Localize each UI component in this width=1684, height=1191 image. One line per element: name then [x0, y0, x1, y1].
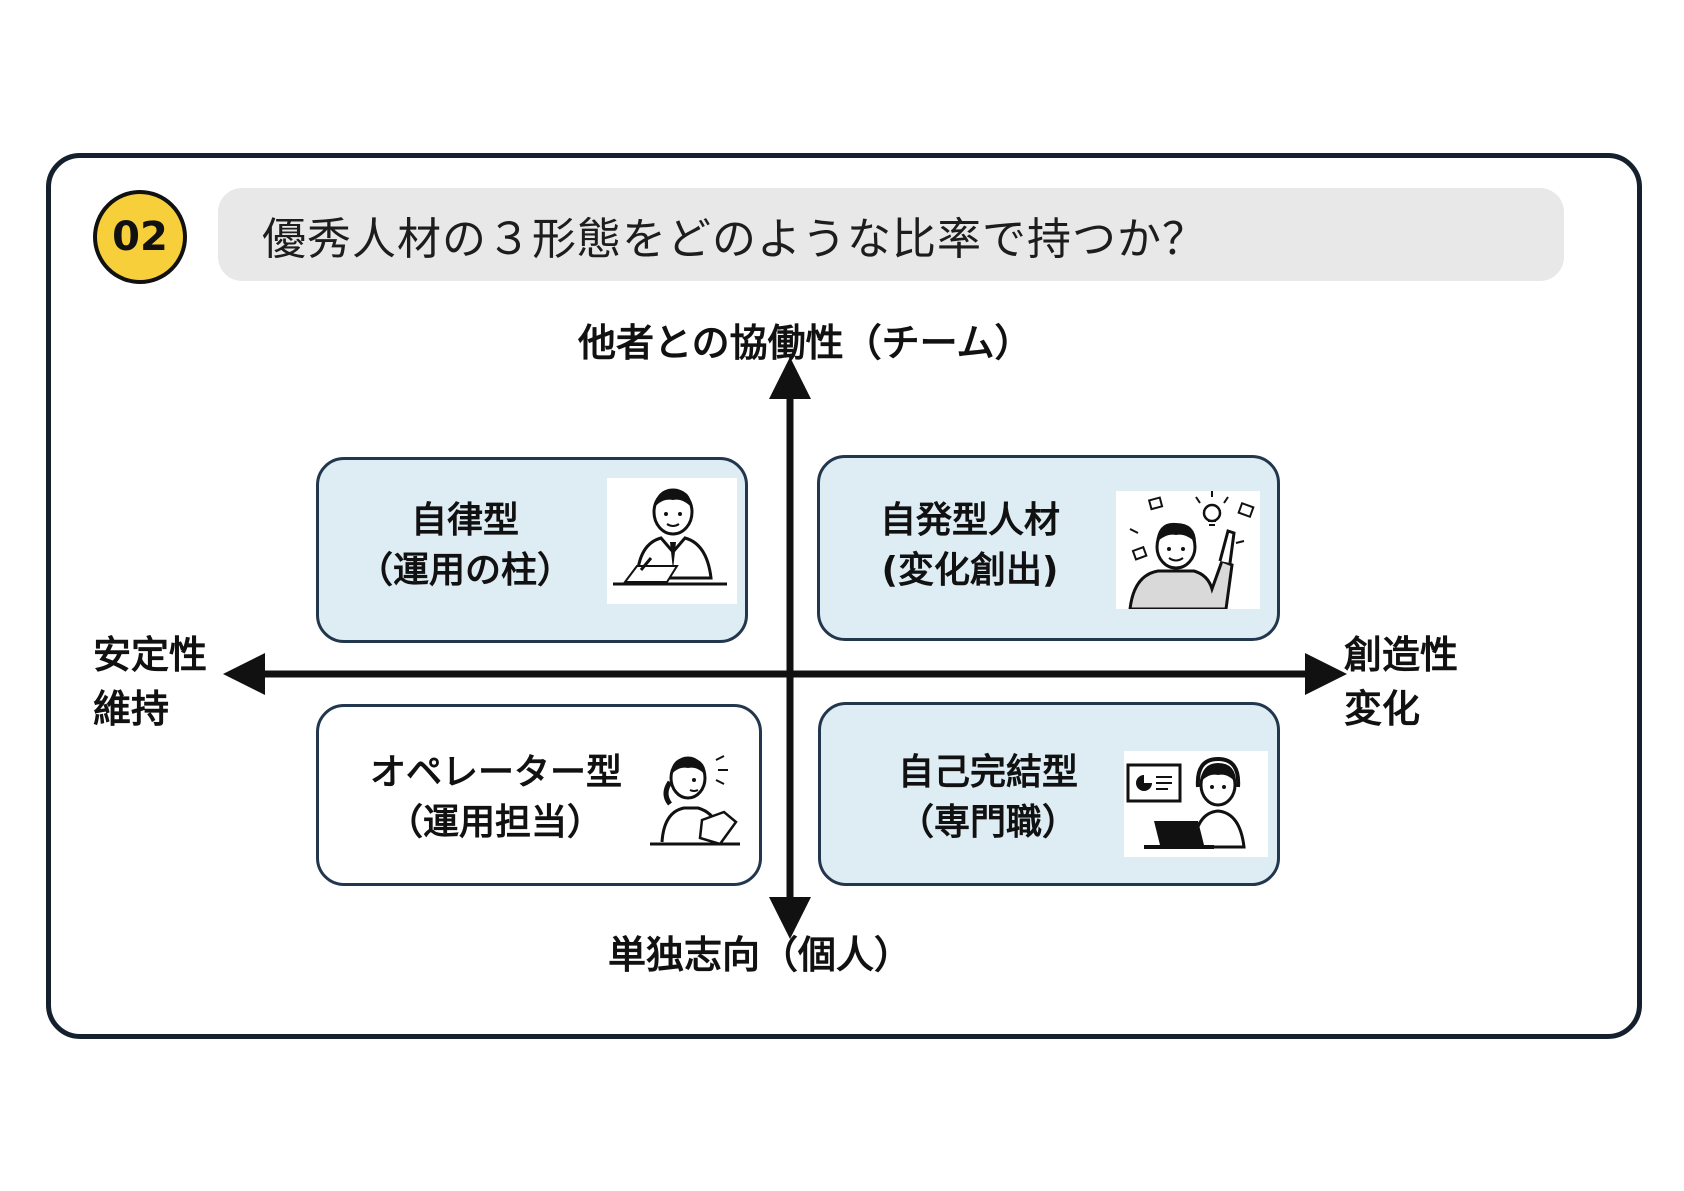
quadrant-bottom-right-label: 自己完結型 （専門職）: [897, 752, 1078, 843]
quadrant-top-left-label: 自律型 （運用の柱）: [356, 500, 573, 591]
quadrant-bottom-left-label: オペレーター型 （運用担当）: [370, 752, 623, 843]
title-bar: 優秀人材の３形態をどのような比率で持つか？: [218, 188, 1564, 281]
axis-label-bottom: 単独志向（個人）: [608, 933, 913, 977]
axis-label-left: 安定性 維持: [93, 633, 208, 731]
quadrant-top-right-label: 自発型人材 (変化創出): [879, 500, 1060, 591]
section-number: 02: [112, 214, 168, 260]
section-number-badge: 02: [93, 190, 187, 284]
businessman-writing-icon: [607, 478, 737, 604]
idea-person-icon: [1116, 491, 1260, 609]
axis-label-top: 他者との協働性（チーム）: [578, 321, 1033, 365]
page-title: 優秀人材の３形態をどのような比率で持つか？: [262, 213, 1207, 265]
phone-operator-icon: [640, 746, 748, 850]
axis-label-right: 創造性 変化: [1344, 633, 1459, 731]
laptop-specialist-icon: [1124, 751, 1268, 857]
